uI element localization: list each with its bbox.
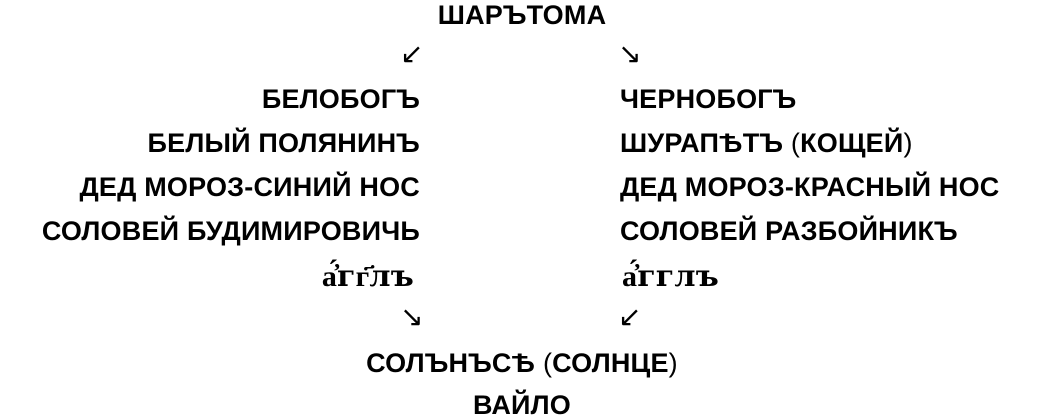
left-row-2: БЕЛЫЙ ПОЛЯНИНЪ bbox=[147, 128, 420, 158]
right-row-2-paren-close: ) bbox=[903, 128, 913, 158]
arrow-down-left-icon: ↙ bbox=[618, 300, 642, 333]
top-word: ШАРЪТОМА bbox=[437, 0, 607, 30]
bottom-paren-open: ( bbox=[542, 348, 553, 378]
arrow-down-right-icon: ↘ bbox=[618, 37, 642, 70]
bottom-paren-word: СОЛНЦЕ bbox=[552, 348, 669, 378]
left-angel: а҆́гг҃лъ bbox=[321, 259, 414, 294]
arrow-down-left-icon: ↙ bbox=[400, 37, 424, 70]
right-row-2-paren-open: ( bbox=[790, 128, 801, 158]
left-row-4: СОЛОВЕЙ БУДИМИРОВИЧЬ bbox=[41, 216, 420, 246]
bottom-last: ВАЙЛО bbox=[472, 390, 572, 420]
bottom-line: СОЛЪНЪСѢ (СОЛНЦЕ) bbox=[366, 348, 678, 378]
bottom-main: СОЛЪНЪСѢ bbox=[366, 348, 536, 378]
right-row-1: ЧЕРНОБОГЪ bbox=[620, 84, 797, 114]
right-row-3: ДЕД МОРОЗ-КРАСНЫЙ НОС bbox=[620, 172, 1000, 202]
right-row-2-main: ШУРАПѢТЪ bbox=[620, 128, 784, 158]
right-row-4: СОЛОВЕЙ РАЗБОЙНИКЪ bbox=[620, 216, 958, 246]
right-row-2: ШУРАПѢТЪ (КОЩЕЙ) bbox=[620, 128, 913, 158]
bottom-paren-close: ) bbox=[668, 348, 678, 378]
right-row-2-paren-word: КОЩЕЙ bbox=[800, 128, 904, 158]
right-angel: а҆́гглъ bbox=[622, 259, 719, 294]
left-row-3: ДЕД МОРОЗ-СИНИЙ НОС bbox=[79, 172, 420, 202]
left-row-1: БЕЛОБОГЪ bbox=[261, 84, 420, 114]
arrow-down-right-icon: ↘ bbox=[400, 300, 424, 333]
